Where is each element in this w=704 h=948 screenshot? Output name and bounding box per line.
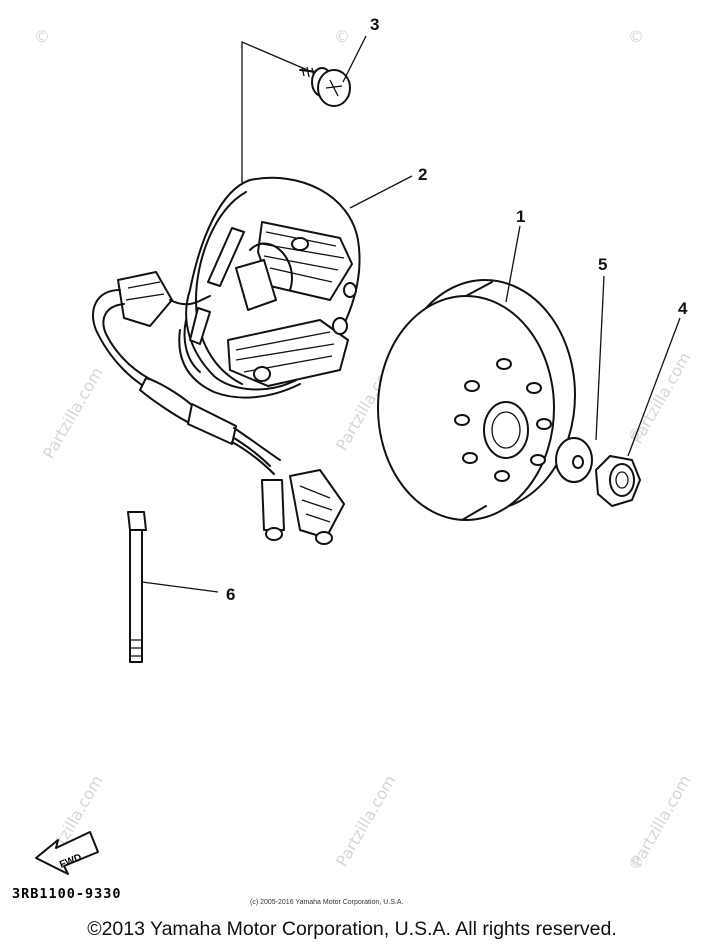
callout-5: 5 [598,255,607,274]
callout-1: 1 [516,207,525,226]
watermark-symbol: © [334,27,350,46]
part-4-nut [595,455,641,507]
watermark-symbol: © [628,27,644,46]
footer-copyright: ©2013 Yamaha Motor Corporation, U.S.A. A… [87,918,617,940]
part-2-stator [178,176,361,399]
small-copyright: (c) 2005-2016 Yamaha Motor Corporation, … [250,899,404,906]
watermark-layer: © © © © © Partzilla.com Partzilla.com Pa… [34,27,695,872]
callout-4: 4 [678,299,688,318]
part-5-washer [555,437,593,483]
watermark-text: Partzilla.com [627,772,695,870]
part-1-rotor [377,279,576,521]
watermark-text: Partzilla.com [39,364,107,462]
watermark-symbol: © [34,27,50,46]
wire-harness [92,271,345,545]
watermark-text: Partzilla.com [332,772,400,870]
part-3-screw [299,66,351,107]
screw-bracket-line [241,41,313,250]
callout-6: 6 [226,585,235,604]
part-6-cable-tie [127,511,147,663]
rotor-holes [454,358,552,482]
diagram-code: 3RB1100-9330 [12,886,122,902]
callout-3: 3 [370,15,379,34]
watermark-symbol: © [628,853,644,872]
leader-lines [141,35,681,593]
callout-2: 2 [418,165,427,184]
